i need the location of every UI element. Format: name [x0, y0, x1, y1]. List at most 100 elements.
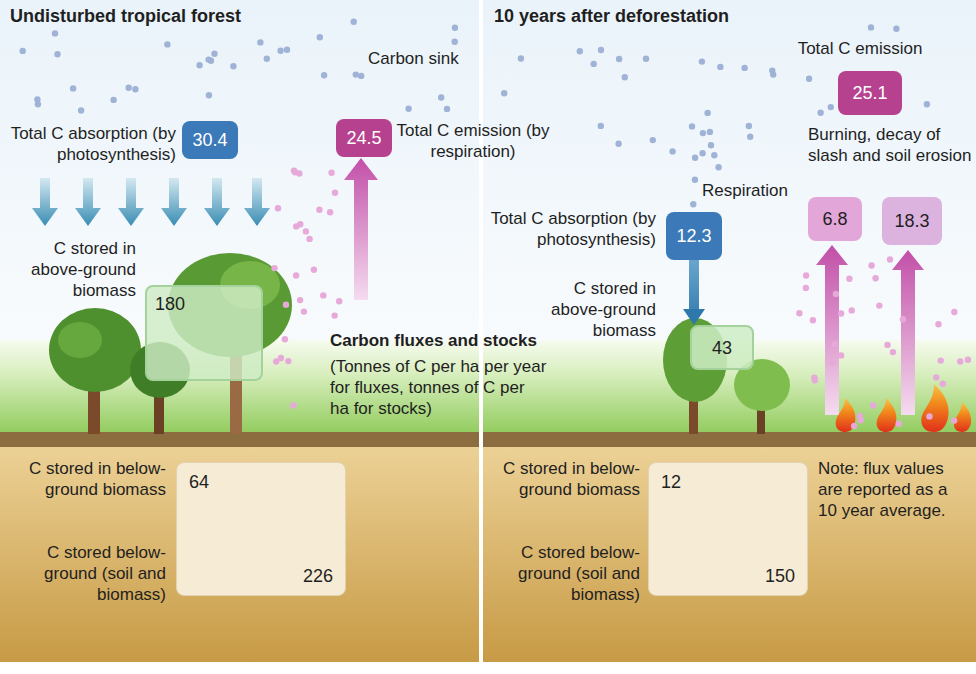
carbon-dot: [692, 155, 698, 161]
label: Note: flux values are reported as a 10 y…: [818, 458, 970, 521]
carbon-dot: [868, 24, 874, 30]
arrow: [204, 178, 230, 226]
value-number: 30.4: [192, 129, 227, 151]
carbon-dot: [965, 357, 971, 363]
carbon-dot: [301, 308, 307, 314]
carbon-dot: [321, 72, 327, 78]
value-number: 150: [765, 565, 795, 587]
value-box: 6.8: [808, 197, 862, 241]
carbon-dot: [884, 342, 890, 348]
label: Total C emission: [778, 38, 942, 59]
label: Burning, decay of slash and soil erosion: [808, 124, 974, 166]
carbon-dot: [78, 107, 84, 113]
carbon-dot: [650, 137, 656, 143]
carbon-dot: [938, 357, 944, 363]
carbon-dot: [832, 341, 838, 347]
carbon-dot: [935, 321, 941, 327]
carbon-dot: [924, 101, 930, 107]
carbon-dot: [275, 205, 281, 211]
carbon-dot: [616, 56, 622, 62]
carbon-dot: [438, 94, 444, 100]
crown: [49, 308, 141, 392]
carbon-dot: [317, 34, 323, 40]
carbon-dot: [164, 41, 170, 47]
flame: [877, 398, 897, 432]
carbon-dot: [707, 129, 713, 135]
carbon-dot: [699, 58, 705, 64]
carbon-dot: [282, 336, 288, 342]
flame: [921, 384, 948, 432]
carbon-dot: [803, 285, 809, 291]
label: Total C absorption (by photosynthesis): [4, 123, 176, 165]
carbon-dot: [715, 164, 721, 170]
crown: [58, 322, 102, 358]
respiration-arrow: [816, 245, 848, 415]
carbon-dot: [857, 413, 863, 419]
carbon-dot: [796, 310, 802, 316]
carbon-dot: [126, 85, 132, 91]
respiration-arrow: [344, 158, 378, 300]
emission-arrow: [892, 250, 924, 415]
label: C stored in below-ground biomass: [498, 458, 640, 500]
margin: [0, 662, 976, 674]
label: Carbon sink: [368, 48, 488, 69]
carbon-dot: [598, 47, 604, 53]
arrow: [161, 178, 187, 226]
carbon-dot: [132, 86, 138, 92]
carbon-dot: [35, 101, 41, 107]
carbon-dot: [622, 74, 628, 80]
value-box: 180: [145, 285, 263, 381]
value-box: 43: [690, 325, 754, 370]
carbon-dot: [336, 298, 342, 304]
forest-trees: [49, 253, 292, 434]
carbon-dot: [278, 355, 284, 361]
value-number: 226: [303, 565, 333, 587]
value-box: 25.1: [838, 71, 902, 115]
carbon-dot: [704, 110, 710, 116]
carbon-dot: [699, 150, 705, 156]
carbon-dot: [316, 207, 322, 213]
value-box: 64 226: [176, 462, 346, 596]
carbon-dot: [829, 360, 835, 366]
carbon-dot: [257, 39, 263, 45]
carbon-dot: [746, 123, 752, 129]
arrow-shaft: [689, 260, 699, 309]
label: C stored in above-ground biomass: [520, 278, 656, 341]
carbon-dot: [643, 56, 649, 62]
carbon-dot: [708, 142, 714, 148]
flame: [954, 402, 971, 432]
value-number: 64: [189, 471, 209, 493]
carbon-dot: [196, 62, 202, 68]
label: C stored below-ground (soil and biomass): [478, 542, 640, 605]
carbon-dot: [689, 123, 695, 129]
carbon-dot: [615, 141, 621, 147]
carbon-dot: [690, 201, 696, 207]
carbon-dot: [20, 48, 26, 54]
carbon-dot: [277, 48, 283, 54]
carbon-dot: [285, 358, 291, 364]
carbon-dot: [293, 272, 299, 278]
ground-line: [0, 432, 976, 447]
carbon-dot: [933, 374, 939, 380]
carbon-dot: [452, 39, 458, 45]
carbon-dot: [52, 30, 58, 36]
carbon-dot: [452, 25, 458, 31]
carbon-dot: [205, 56, 211, 62]
value-number: 43: [712, 337, 732, 359]
value-box: 12150: [648, 462, 808, 596]
carbon-dot: [283, 302, 289, 308]
carbon-dot: [926, 413, 932, 419]
carbon-dot: [896, 421, 902, 427]
carbon-dot: [271, 265, 277, 271]
carbon-dot: [110, 97, 116, 103]
carbon-dot: [747, 134, 753, 140]
carbon-dot: [828, 104, 834, 110]
carbon-dot: [711, 152, 717, 158]
carbon-dot: [577, 48, 583, 54]
carbon-dot: [951, 417, 957, 423]
label: Total C emission (by respiration): [396, 120, 550, 162]
carbon-dot: [351, 19, 357, 25]
carbon-dot: [306, 236, 312, 242]
carbon-dot: [353, 71, 359, 77]
carbon-dot: [296, 170, 302, 176]
